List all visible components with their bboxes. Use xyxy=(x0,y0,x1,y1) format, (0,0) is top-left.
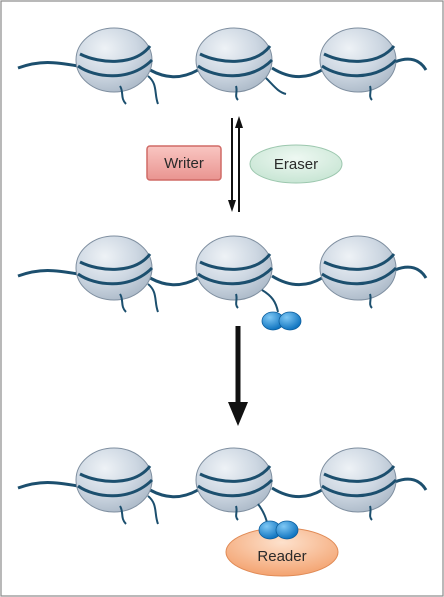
dna-linker-strand xyxy=(17,269,79,278)
dna-linker-strand xyxy=(271,486,323,498)
histone-tail xyxy=(261,289,279,313)
histone-tail xyxy=(369,505,373,521)
chromatin-fiber-row-3: Reader xyxy=(17,447,428,577)
nucleosome xyxy=(75,235,159,313)
histone-tail xyxy=(119,85,127,105)
dna-linker-strand xyxy=(271,274,323,286)
histone-tail xyxy=(147,495,159,525)
nucleosome xyxy=(195,447,274,527)
nucleosome xyxy=(195,27,287,101)
nucleosome xyxy=(195,235,279,313)
dna-linker-strand xyxy=(17,481,79,490)
dna-linker-strand xyxy=(271,66,323,78)
dna-linker-strand xyxy=(17,61,79,70)
histone-tail xyxy=(119,505,127,525)
dna-linker-strand xyxy=(149,68,199,79)
equilibrium-arrows xyxy=(228,116,243,212)
eraser-enzyme: Eraser xyxy=(249,144,343,184)
chromatin-fiber-row-1 xyxy=(17,27,428,105)
eraser-label: Eraser xyxy=(274,156,318,173)
dna-linker-strand xyxy=(149,276,199,287)
writer-enzyme: Writer xyxy=(146,145,222,181)
dna-linker-strand xyxy=(394,57,428,71)
writer-label: Writer xyxy=(164,155,204,172)
dna-linker-strand xyxy=(394,265,428,279)
histone-tail xyxy=(235,293,239,309)
nucleosome xyxy=(75,27,159,105)
histone-tail xyxy=(235,505,239,521)
histone-modification-mark xyxy=(261,311,302,331)
down-arrow xyxy=(228,326,248,426)
nucleosome xyxy=(75,447,159,525)
histone-tail xyxy=(369,293,373,309)
histone-modification-mark xyxy=(258,520,299,540)
histone-tail xyxy=(265,77,287,95)
histone-tail xyxy=(147,283,159,313)
nucleosome xyxy=(319,235,398,309)
reader-label: Reader xyxy=(257,548,306,565)
dna-linker-strand xyxy=(394,477,428,491)
histone-tail xyxy=(119,293,127,313)
nucleosome xyxy=(319,447,398,521)
nucleosome xyxy=(319,27,398,101)
histone-tail xyxy=(235,85,239,101)
dna-linker-strand xyxy=(149,488,199,499)
chromatin-fiber-row-2 xyxy=(17,235,428,331)
reader-protein: Reader xyxy=(225,527,339,577)
histone-tail xyxy=(147,75,159,105)
histone-tail xyxy=(369,85,373,101)
